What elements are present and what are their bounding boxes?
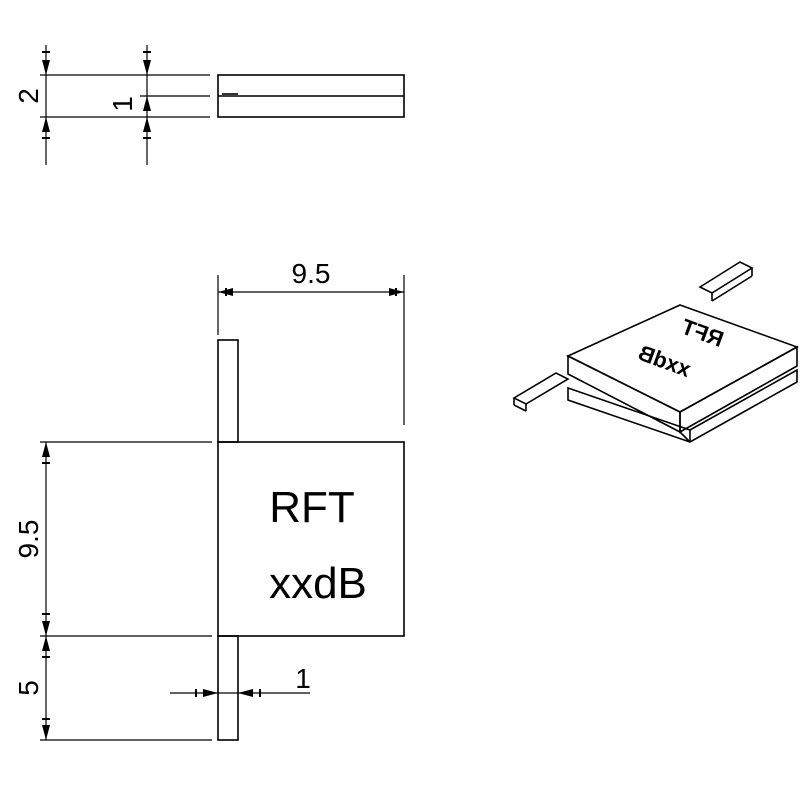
front-view-lead-width-dimension: 1 bbox=[170, 663, 311, 697]
side-view-thickness-dimension: 1 bbox=[107, 45, 151, 165]
body-label-attenuation: xxdB bbox=[269, 559, 367, 608]
side-view: 2 1 bbox=[13, 45, 405, 165]
side-view-height-dimension: 2 bbox=[13, 45, 50, 165]
iso-lead-back bbox=[698, 261, 754, 294]
front-view-lower-lead bbox=[217, 635, 239, 741]
front-view-lead-length-value: 5 bbox=[13, 680, 44, 696]
iso-lead-front bbox=[512, 372, 570, 405]
front-view-upper-lead bbox=[217, 339, 239, 443]
body-label-rft: RFT bbox=[269, 483, 355, 532]
front-view: RFT xxdB 9.5 9.5 bbox=[13, 258, 405, 741]
iso-cover-side bbox=[679, 345, 798, 434]
front-view-width-value: 9.5 bbox=[292, 258, 331, 289]
front-view-lead-width-value: 1 bbox=[295, 663, 311, 694]
front-view-body bbox=[217, 441, 405, 637]
side-view-height-value: 2 bbox=[13, 88, 44, 104]
isometric-view: RFT xxdB bbox=[512, 261, 799, 443]
front-view-width-dimension: 9.5 bbox=[217, 258, 405, 425]
iso-label-attenuation: xxdB bbox=[635, 340, 694, 382]
front-view-body-height-value: 9.5 bbox=[13, 520, 44, 559]
front-view-body-height-dimension: 9.5 bbox=[13, 442, 50, 636]
side-view-thickness-value: 1 bbox=[107, 96, 138, 112]
front-view-lead-length-dimension: 5 bbox=[13, 636, 50, 740]
